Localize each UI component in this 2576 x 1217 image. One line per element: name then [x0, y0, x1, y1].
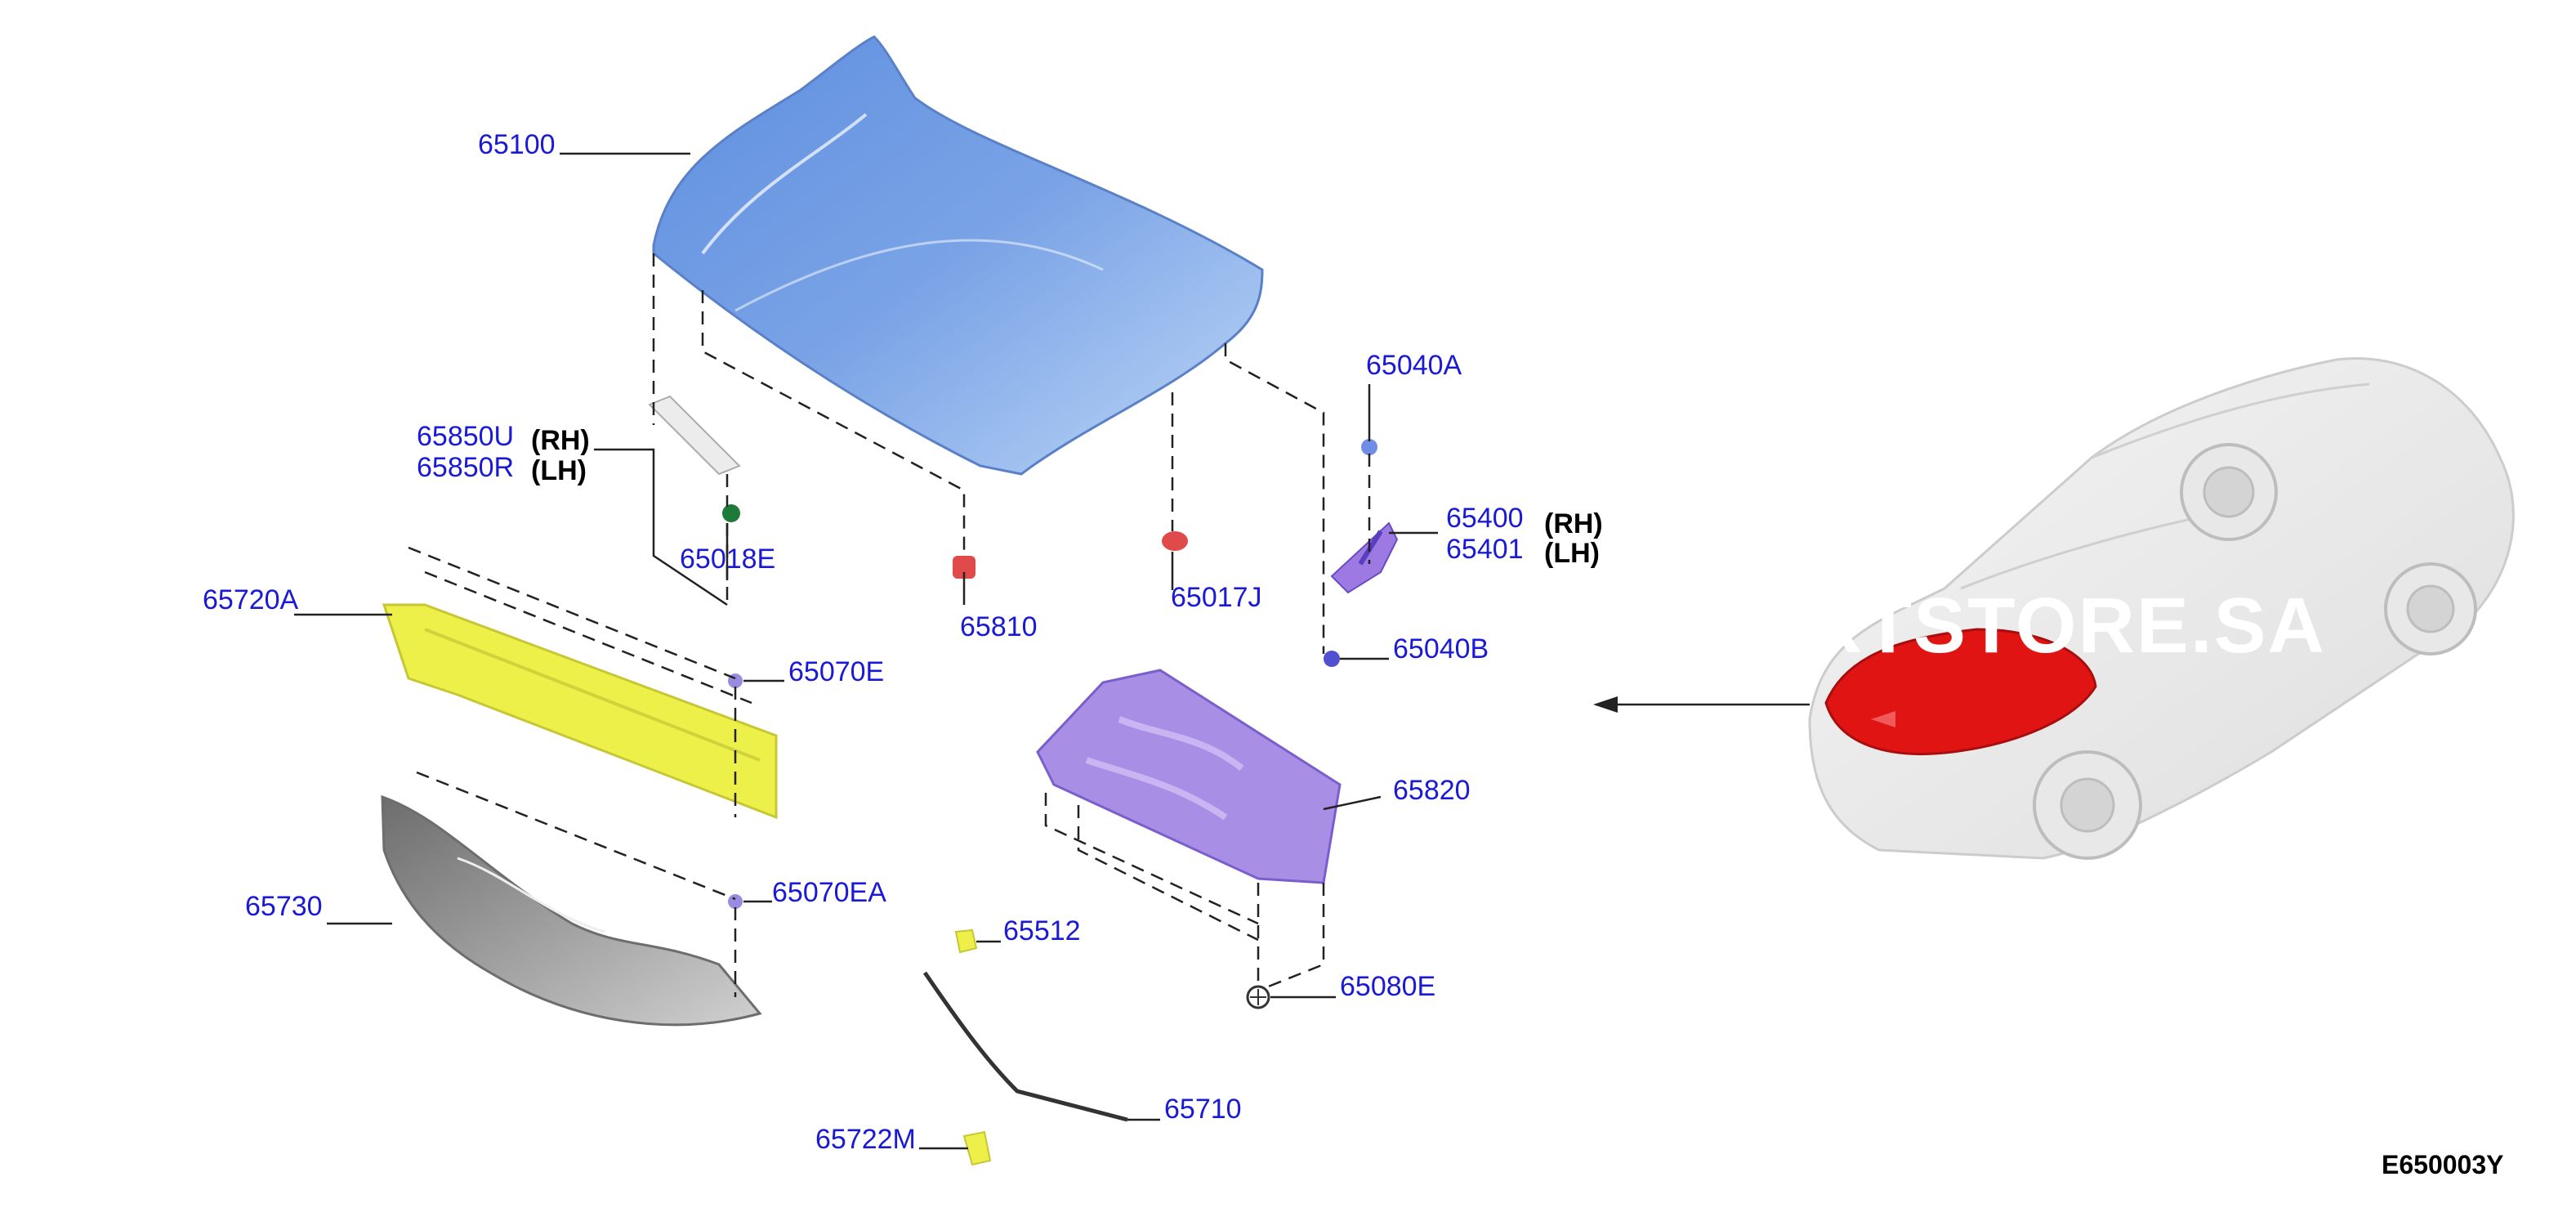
label-stay-65040a[interactable]: 65040A — [1366, 350, 1462, 381]
label-rod-clip-65512[interactable]: 65512 — [1003, 915, 1081, 946]
bumper-65017j-part[interactable] — [1162, 531, 1188, 551]
grommet-65080e-part[interactable] — [1246, 985, 1270, 1009]
label-grille-65730[interactable]: 65730 — [245, 891, 323, 922]
label-seal-lh[interactable]: 65850R — [417, 452, 514, 483]
label-seal-side-rh: (RH) — [531, 425, 590, 456]
label-grommet-65080e[interactable]: 65080E — [1340, 971, 1435, 1002]
stay-65040b-part[interactable] — [1324, 651, 1340, 667]
label-clip-65070e[interactable]: 65070E — [788, 656, 884, 687]
label-clip-65070ea[interactable]: 65070EA — [772, 877, 886, 908]
diagram-code: E650003Y — [2382, 1150, 2503, 1179]
watermark-text: RTSTORE.SA — [1806, 582, 2326, 669]
label-hinge-rh[interactable]: 65400 — [1446, 503, 1524, 534]
left-arrow-icon — [1593, 696, 1810, 713]
label-hinge-side-lh: (LH) — [1544, 538, 1600, 569]
label-seal-rh[interactable]: 65850U — [417, 421, 514, 452]
stay-65040a-part[interactable] — [1361, 439, 1377, 455]
label-rod-65710[interactable]: 65710 — [1164, 1094, 1242, 1125]
label-clip-65018e[interactable]: 65018E — [680, 544, 775, 575]
label-cowl-65720a[interactable]: 65720A — [203, 584, 299, 615]
label-insulator-65820[interactable]: 65820 — [1393, 775, 1471, 806]
hood-part[interactable] — [652, 35, 1264, 476]
hood-seal-part[interactable] — [648, 395, 741, 476]
assembly-lines — [408, 253, 1371, 997]
label-stay-65040b[interactable]: 65040B — [1393, 633, 1489, 664]
rod-clip-65512-part[interactable] — [954, 928, 978, 954]
label-hinge-lh[interactable]: 65401 — [1446, 534, 1524, 565]
leader-lines — [294, 152, 1438, 1150]
label-hood[interactable]: 65100 — [478, 129, 556, 160]
hood-rod-part[interactable] — [922, 971, 1128, 1122]
grille-part[interactable] — [381, 794, 762, 1027]
hinge-part[interactable] — [1330, 521, 1399, 594]
label-seal-side-lh: (LH) — [531, 455, 587, 486]
bumper-65810-part[interactable] — [953, 556, 975, 579]
label-rod-holder-65722m[interactable]: 65722M — [815, 1124, 916, 1155]
vehicle-overview-icon — [1808, 357, 2515, 860]
rod-holder-65722m-part[interactable] — [962, 1130, 992, 1166]
insulator-part[interactable] — [1036, 669, 1342, 884]
label-bumper-65810[interactable]: 65810 — [960, 611, 1038, 642]
clip-65070ea-part[interactable] — [728, 894, 743, 909]
label-hinge-side-rh: (RH) — [1544, 508, 1603, 539]
label-bumper-65017j[interactable]: 65017J — [1171, 582, 1262, 613]
cowl-seal-part[interactable] — [382, 603, 778, 820]
clip-65018e-part[interactable] — [722, 504, 740, 522]
